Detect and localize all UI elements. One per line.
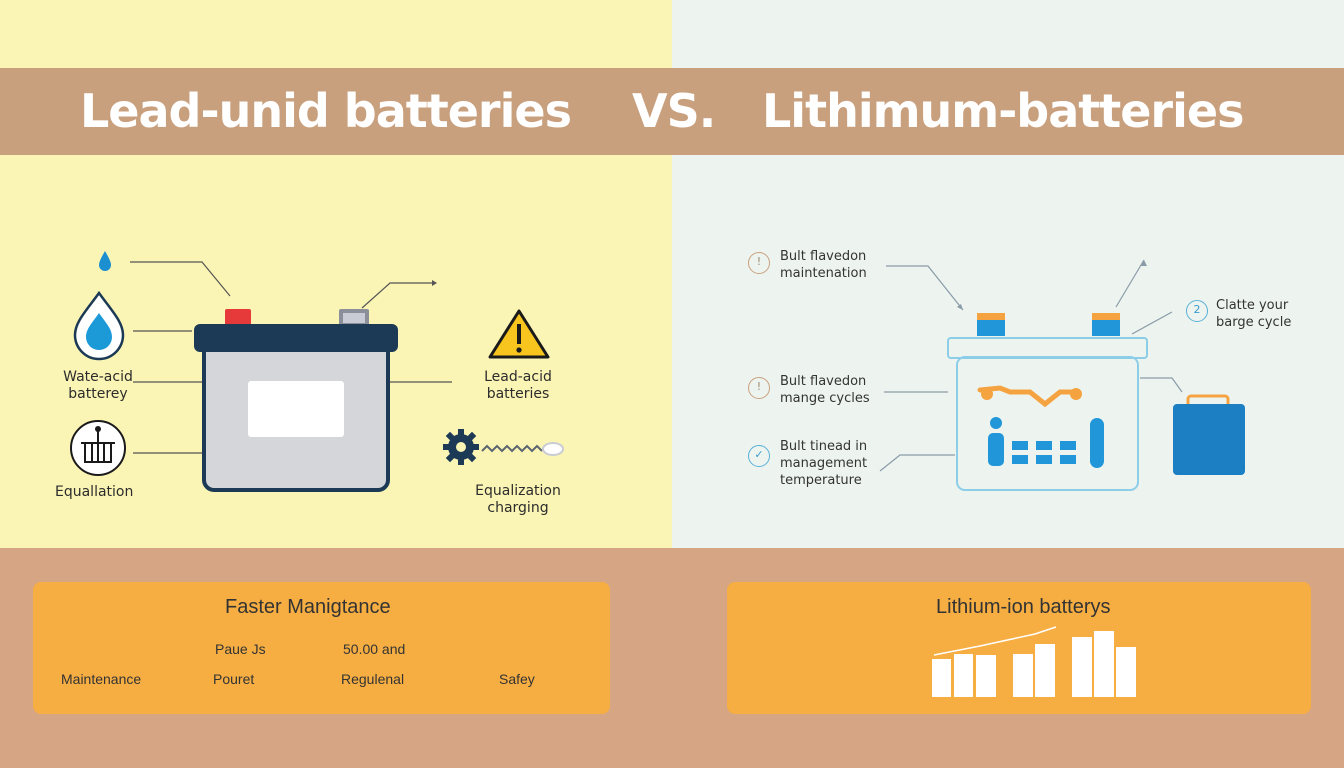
lithium-battery-icon	[947, 313, 1148, 491]
lead-acid-summary-title: Faster Manigtance	[225, 596, 391, 618]
summary-value-2: 50.00 and	[343, 641, 406, 657]
charge-cycles-label: Bult flavedon mange cycles	[780, 374, 870, 406]
info-icon	[748, 252, 770, 274]
water-drop-small-icon	[99, 251, 111, 271]
summary-safety: Safey	[499, 671, 535, 687]
maintenance-label: Bult flavedon maintenation	[780, 249, 867, 281]
right-title: Lithimum-batteries	[762, 84, 1244, 138]
summary-regional: Regulenal	[341, 671, 405, 687]
warning-icon	[488, 309, 550, 359]
check-icon-glyph: ✓	[754, 448, 764, 461]
left-title: Lead-unid batteries	[80, 84, 572, 138]
charge-cycle-label: Clatte your barge cycle	[1216, 298, 1292, 330]
number-icon-glyph: 2	[1193, 303, 1201, 316]
summary-value-1: Paue Js	[215, 641, 266, 657]
equalization-charging-label: Equalization charging	[475, 483, 561, 516]
title-banner	[0, 68, 1344, 155]
summary-power: Pouret	[213, 671, 255, 687]
management-label: Bult tinead in management temperature	[780, 439, 868, 488]
info-icon-2-glyph: !	[756, 380, 762, 393]
equalization-icon	[70, 420, 126, 476]
info-icon-2	[748, 377, 770, 399]
lithium-summary-title: Lithium-ion batterys	[936, 596, 1111, 618]
summary-maintenance: Maintenance	[61, 671, 142, 687]
lead-acid-summary-panel	[33, 582, 610, 714]
lead-acid-warning-label: Lead-acid batteries	[484, 369, 552, 402]
info-icon-glyph: !	[756, 255, 762, 268]
charging-chain-icon	[481, 442, 564, 456]
check-icon	[748, 445, 770, 467]
equalization-label: Equallation	[55, 484, 134, 500]
small-battery-icon	[1173, 394, 1245, 475]
lead-acid-battery-icon	[194, 309, 398, 492]
gear-icon	[443, 429, 479, 465]
vs-label: VS.	[632, 84, 716, 138]
water-drop-icon	[73, 290, 125, 361]
number-icon	[1186, 300, 1208, 322]
water-acid-label: Wate-acid batterey	[63, 369, 133, 402]
